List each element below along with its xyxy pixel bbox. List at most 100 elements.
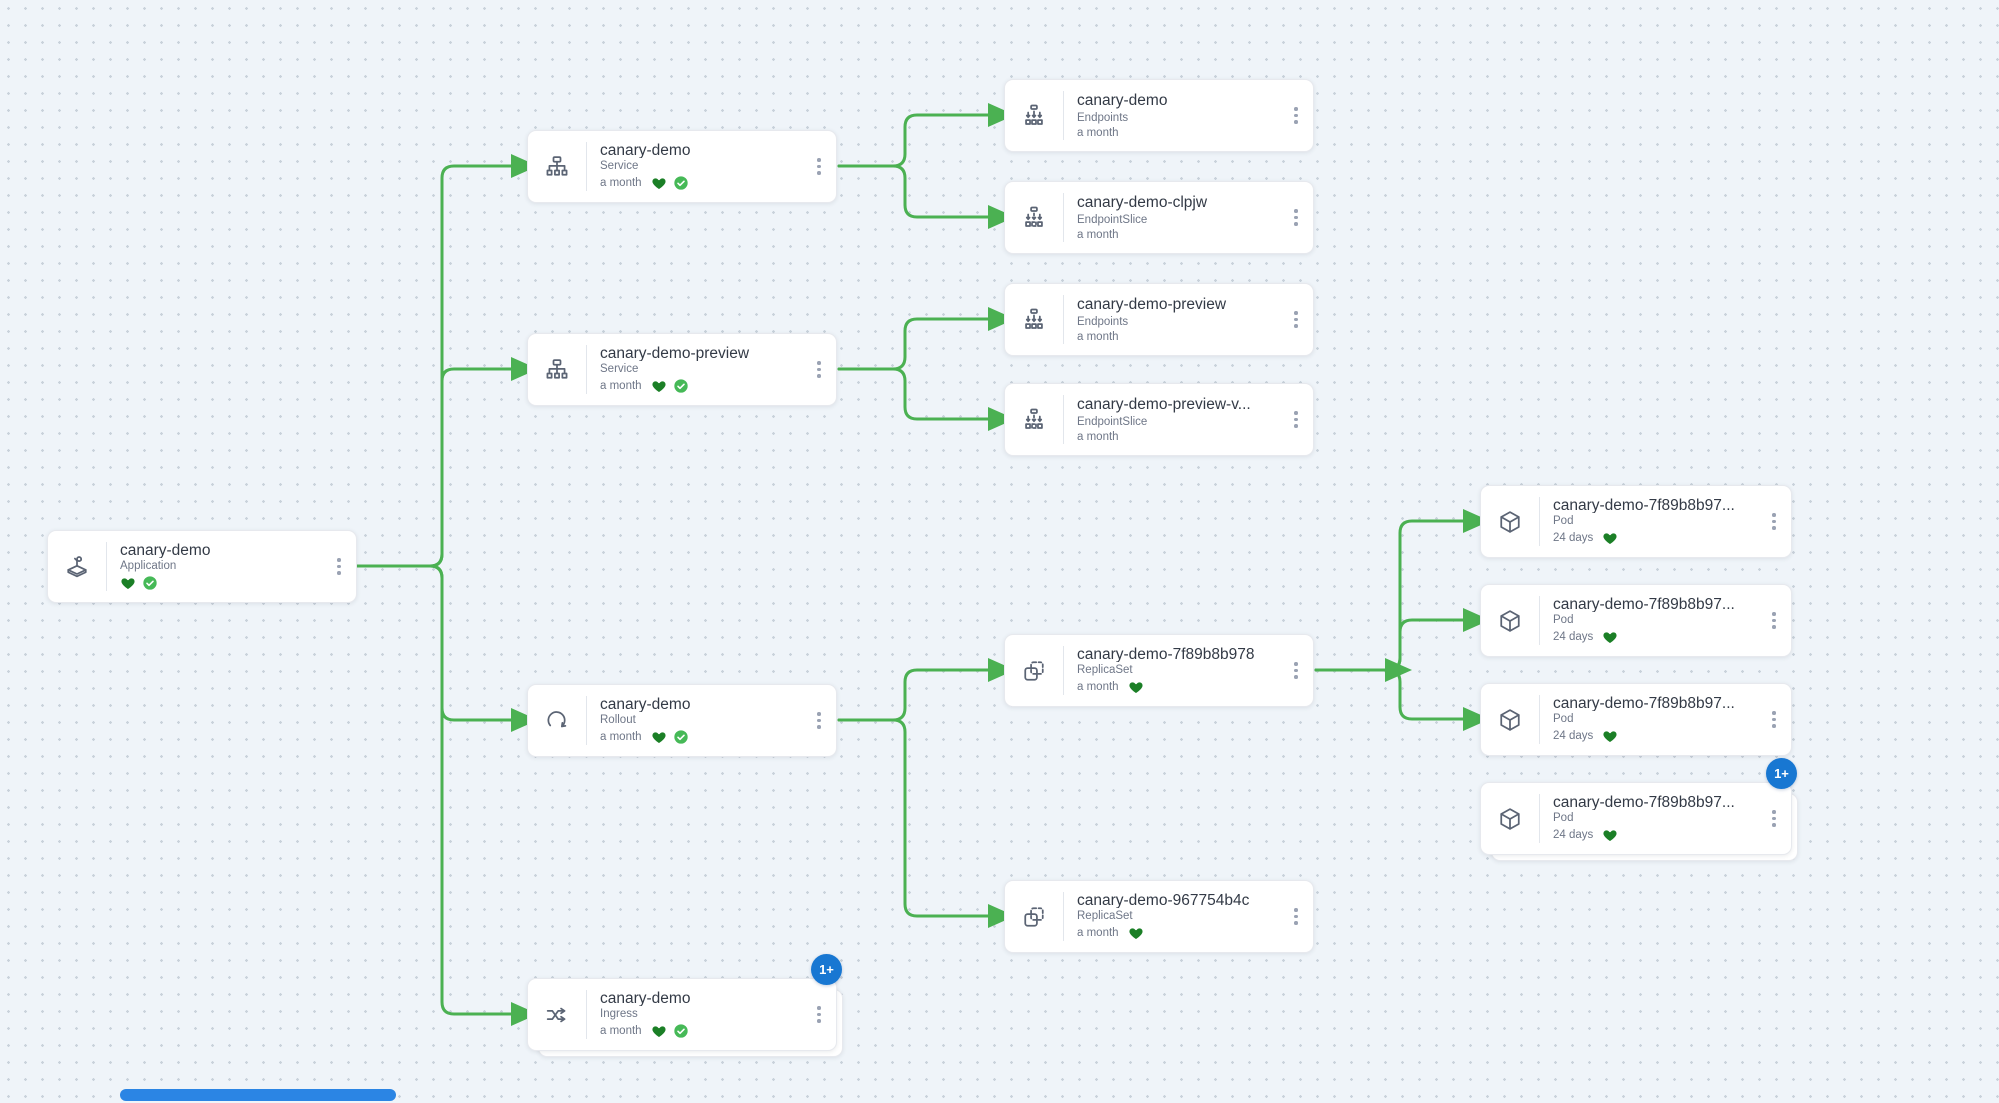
- node-rollout[interactable]: canary-demo Rollout a month: [527, 684, 837, 757]
- node-title: canary-demo-preview: [1077, 296, 1227, 313]
- node-title: canary-demo-7f89b8b97...: [1553, 596, 1735, 612]
- node-age: a month: [600, 1025, 642, 1037]
- node-pod-3[interactable]: canary-demo-7f89b8b97... Pod 24 days: [1480, 683, 1792, 756]
- kebab-menu-icon[interactable]: [808, 353, 830, 387]
- pod-icon: [1481, 486, 1539, 557]
- sync-check-icon: [673, 378, 689, 394]
- node-title: canary-demo: [600, 696, 691, 712]
- node-pod-4[interactable]: canary-demo-7f89b8b97... Pod 24 days 1+: [1480, 758, 1798, 861]
- kebab-menu-icon[interactable]: [1285, 900, 1307, 934]
- node-endpoints-canary-demo-preview[interactable]: canary-demo-preview Endpoints a month: [1004, 283, 1314, 356]
- node-title: canary-demo-preview: [600, 345, 750, 361]
- replicaset-icon: [1005, 881, 1063, 952]
- node-replicaset-967754b4c[interactable]: canary-demo-967754b4c ReplicaSet a month: [1004, 880, 1314, 953]
- node-endpointslice-canary-demo-preview[interactable]: canary-demo-preview-v... EndpointSlice a…: [1004, 383, 1314, 456]
- node-kind: ReplicaSet: [1077, 664, 1133, 676]
- node-kind: Pod: [1553, 614, 1574, 626]
- health-heart-icon: [1128, 679, 1144, 695]
- node-title: canary-demo-7f89b8b978: [1077, 646, 1255, 662]
- node-age: 24 days: [1553, 532, 1594, 544]
- replicaset-icon: [1005, 635, 1063, 706]
- kebab-menu-icon[interactable]: [808, 704, 830, 738]
- node-kind: EndpointSlice: [1077, 214, 1148, 226]
- node-age: 24 days: [1553, 631, 1594, 643]
- kebab-menu-icon[interactable]: [1285, 303, 1307, 337]
- node-title: canary-demo: [600, 142, 691, 158]
- node-age: a month: [600, 731, 642, 743]
- rollout-icon: [528, 685, 586, 756]
- node-kind: Endpoints: [1077, 112, 1129, 124]
- node-ingress[interactable]: canary-demo Ingress a month 1+: [527, 954, 843, 1057]
- health-heart-icon: [1602, 827, 1618, 843]
- service-icon: [528, 334, 586, 405]
- health-heart-icon: [651, 1023, 667, 1039]
- node-age: a month: [1077, 331, 1119, 343]
- node-kind: EndpointSlice: [1077, 416, 1148, 428]
- node-title: canary-demo-clpjw: [1077, 194, 1208, 211]
- node-endpoints-canary-demo[interactable]: canary-demo Endpoints a month: [1004, 79, 1314, 152]
- node-age: 24 days: [1553, 829, 1594, 841]
- kebab-menu-icon[interactable]: [1285, 654, 1307, 688]
- health-heart-icon: [651, 378, 667, 394]
- sync-check-icon: [673, 175, 689, 191]
- node-endpointslice-canary-demo-clpjw[interactable]: canary-demo-clpjw EndpointSlice a month: [1004, 181, 1314, 254]
- node-kind: Service: [600, 363, 639, 375]
- node-kind: Pod: [1553, 515, 1574, 527]
- kebab-menu-icon[interactable]: [1285, 403, 1307, 437]
- node-pod-2[interactable]: canary-demo-7f89b8b97... Pod 24 days: [1480, 584, 1792, 657]
- sync-check-icon: [142, 575, 158, 591]
- application-icon: [48, 531, 106, 602]
- kebab-menu-icon[interactable]: [1763, 703, 1785, 737]
- node-kind: Endpoints: [1077, 316, 1129, 328]
- node-title: canary-demo: [120, 542, 211, 558]
- health-heart-icon: [1602, 629, 1618, 645]
- node-kind: Service: [600, 160, 639, 172]
- node-pod-1[interactable]: canary-demo-7f89b8b97... Pod 24 days: [1480, 485, 1792, 558]
- health-heart-icon: [1128, 925, 1144, 941]
- endpoints-icon: [1005, 284, 1063, 355]
- node-age: a month: [600, 380, 642, 392]
- horizontal-scrollbar-thumb[interactable]: [120, 1089, 396, 1101]
- node-kind: Application: [120, 560, 177, 572]
- sync-check-icon: [673, 729, 689, 745]
- node-age: a month: [1077, 229, 1119, 241]
- endpointslice-icon: [1005, 182, 1063, 253]
- node-application[interactable]: canary-demo Application: [47, 530, 357, 603]
- node-service-canary-demo-preview[interactable]: canary-demo-preview Service a month: [527, 333, 837, 406]
- node-title: canary-demo-preview-v...: [1077, 396, 1251, 413]
- pod-icon: [1481, 783, 1539, 854]
- node-kind: Pod: [1553, 713, 1574, 725]
- kebab-menu-icon[interactable]: [1285, 201, 1307, 235]
- health-heart-icon: [1602, 530, 1618, 546]
- node-age: a month: [1077, 431, 1119, 443]
- node-service-canary-demo[interactable]: canary-demo Service a month: [527, 130, 837, 203]
- kebab-menu-icon[interactable]: [1763, 505, 1785, 539]
- service-icon: [528, 131, 586, 202]
- kebab-menu-icon[interactable]: [1763, 802, 1785, 836]
- health-heart-icon: [651, 729, 667, 745]
- kebab-menu-icon[interactable]: [808, 150, 830, 184]
- node-title: canary-demo-7f89b8b97...: [1553, 497, 1735, 513]
- pod-icon: [1481, 684, 1539, 755]
- grouped-nodes-badge[interactable]: 1+: [1766, 758, 1797, 789]
- node-kind: Ingress: [600, 1008, 638, 1020]
- node-replicaset-7f89b8b978[interactable]: canary-demo-7f89b8b978 ReplicaSet a mont…: [1004, 634, 1314, 707]
- node-age: a month: [1077, 927, 1119, 939]
- node-title: canary-demo-967754b4c: [1077, 892, 1250, 908]
- node-age: a month: [600, 177, 642, 189]
- kebab-menu-icon[interactable]: [1285, 99, 1307, 133]
- endpoints-icon: [1005, 80, 1063, 151]
- node-kind: ReplicaSet: [1077, 910, 1133, 922]
- ingress-icon: [528, 979, 586, 1050]
- sync-check-icon: [673, 1023, 689, 1039]
- node-kind: Rollout: [600, 714, 636, 726]
- node-title: canary-demo: [1077, 92, 1168, 109]
- kebab-menu-icon[interactable]: [808, 998, 830, 1032]
- grouped-nodes-badge[interactable]: 1+: [811, 954, 842, 985]
- kebab-menu-icon[interactable]: [1763, 604, 1785, 638]
- health-heart-icon: [1602, 728, 1618, 744]
- kebab-menu-icon[interactable]: [328, 550, 350, 584]
- node-title: canary-demo-7f89b8b97...: [1553, 794, 1735, 810]
- endpointslice-icon: [1005, 384, 1063, 455]
